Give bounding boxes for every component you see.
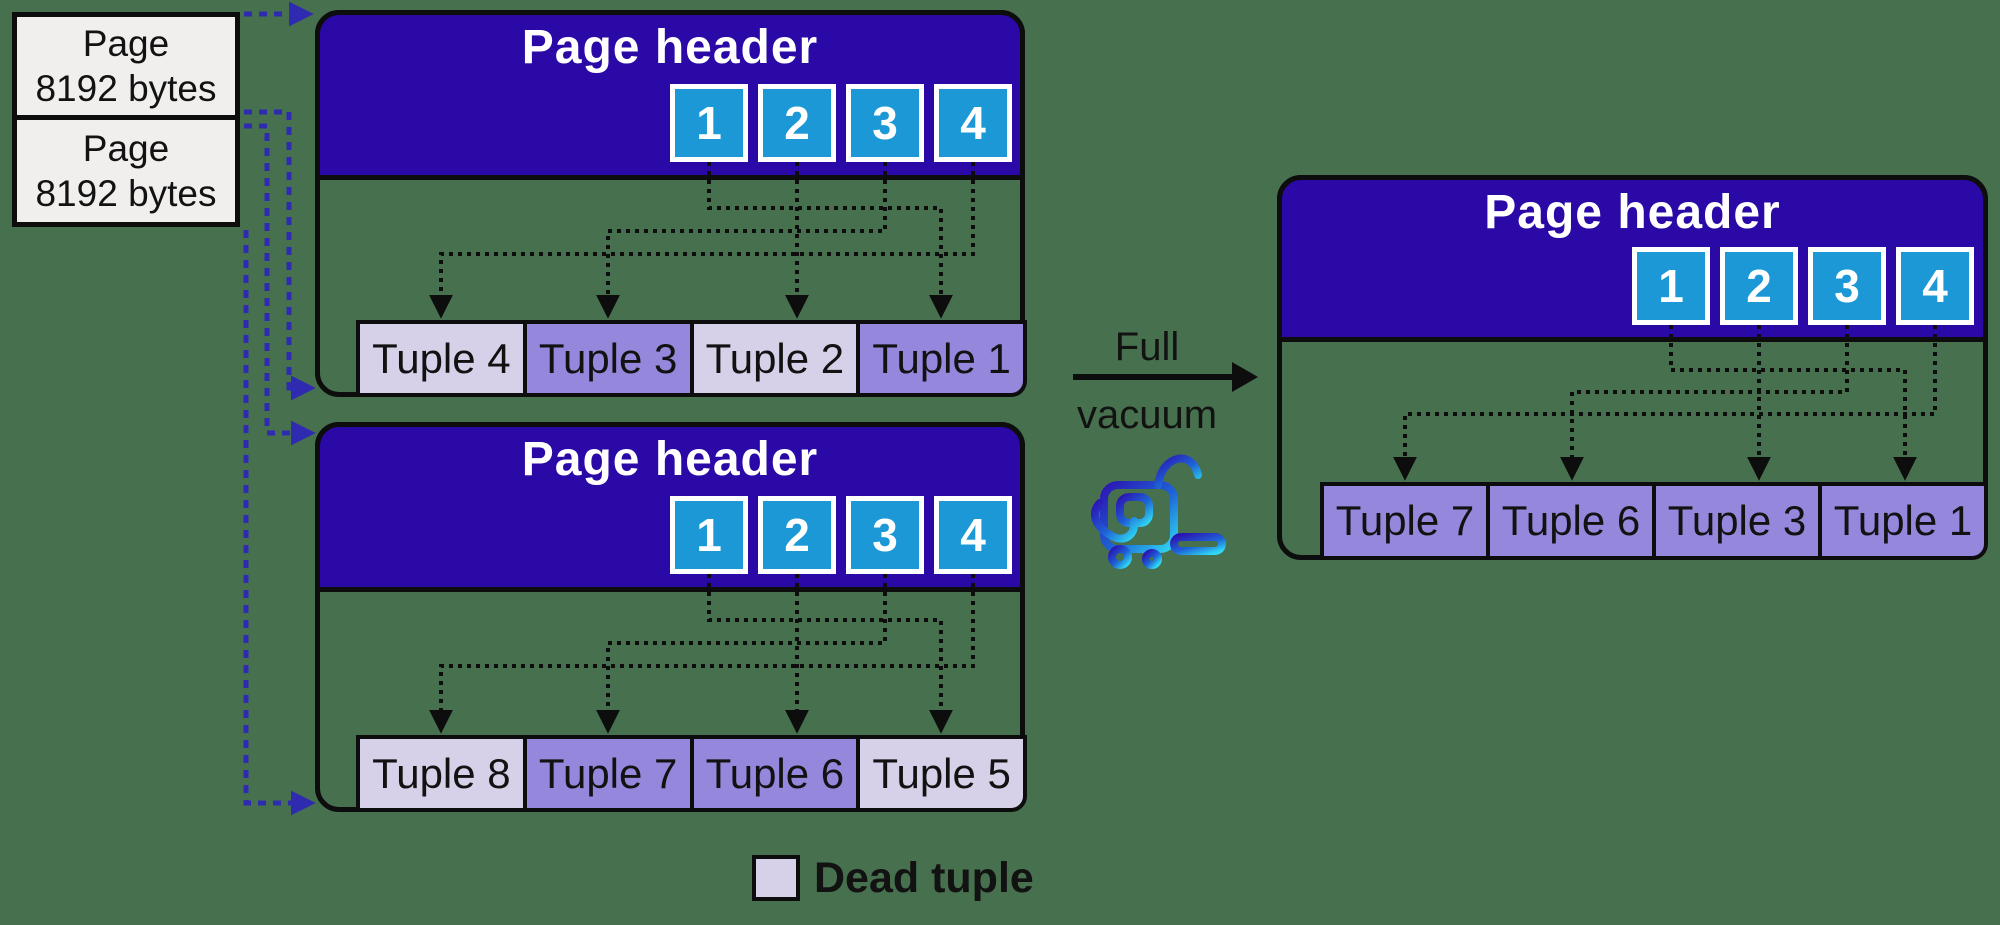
arrow-boundary-to-page1-bottom (244, 109, 316, 401)
page-1-pointer-1: 1 (670, 84, 748, 162)
page-2-title: Page header (521, 433, 819, 486)
vacuum-face (1116, 493, 1153, 527)
page-1-pointer-2: 2 (758, 84, 836, 162)
vacuum-nozzle (1170, 533, 1226, 555)
page-3-pointer-2: 2 (1720, 247, 1798, 325)
disk-page-box-1-line2: 8192 bytes (35, 68, 217, 109)
dead-tuple-swatch (752, 855, 800, 901)
page-2-tuple-row: Tuple 8 Tuple 7 Tuple 6 Tuple 5 (356, 735, 1027, 812)
vacuum-cord-loop (1090, 499, 1139, 543)
vacuum-body (1100, 481, 1178, 553)
page-2-tuple-cell-3: Tuple 6 (689, 735, 861, 812)
arrow-box2-to-page2-bottom (243, 230, 316, 816)
vacuum-cleaner-icon (1090, 454, 1226, 569)
page-3-pointer-1: 1 (1632, 247, 1710, 325)
page-3-pointer-3: 3 (1808, 247, 1886, 325)
page-1-tuple-cell-3: Tuple 2 (689, 320, 861, 397)
dead-tuple-label: Dead tuple (814, 854, 1034, 902)
page-3-tuple-cell-4: Tuple 1 (1818, 482, 1988, 560)
page-2-tuple-cell-4: Tuple 5 (856, 735, 1027, 812)
page-3-tuple-cell-1: Tuple 7 (1320, 482, 1490, 560)
page-2-pointer-3: 3 (846, 496, 924, 574)
page-2-tuple-cell-2: Tuple 7 (522, 735, 694, 812)
page-1-tuple-row: Tuple 4 Tuple 3 Tuple 2 Tuple 1 (356, 320, 1027, 397)
page-1-tuple-cell-4: Tuple 1 (856, 320, 1027, 397)
transition-label-full: Full (1114, 325, 1180, 369)
page-3-pointer-4: 4 (1896, 247, 1974, 325)
disk-page-box-2: Page 8192 bytes (12, 115, 240, 227)
page-1-tuple-cell-1: Tuple 4 (356, 320, 527, 397)
page-3-tuple-row: Tuple 7 Tuple 6 Tuple 3 Tuple 1 (1320, 482, 1988, 560)
page-2-pointer-2: 2 (758, 496, 836, 574)
disk-page-box-1-line1: Page (82, 22, 170, 64)
disk-page-box-2-line2: 8192 bytes (35, 173, 217, 214)
page-1-pointer-3: 3 (846, 84, 924, 162)
vacuum-wheel-left (1108, 545, 1132, 569)
page-2-pointer-4: 4 (934, 496, 1012, 574)
transition-label-vacuum: vacuum (1076, 393, 1218, 437)
page-3-tuple-cell-3: Tuple 3 (1652, 482, 1822, 560)
page-3-title: Page header (1484, 186, 1781, 239)
disk-page-box-2-line1: Page (82, 127, 170, 169)
vacuum-hose (1154, 454, 1202, 489)
disk-page-box-1: Page 8192 bytes (12, 12, 240, 120)
page-1-title: Page header (521, 21, 819, 74)
page-1-pointer-4: 4 (934, 84, 1012, 162)
arrow-boundary-to-page2-top (244, 123, 316, 446)
page-2-tuple-cell-1: Tuple 8 (356, 735, 527, 812)
disk-to-page-arrows (243, 1, 316, 816)
page-3-tuple-cell-2: Tuple 6 (1486, 482, 1656, 560)
vacuum-wheel-right (1142, 549, 1162, 569)
page-1-tuple-cell-2: Tuple 3 (522, 320, 694, 397)
page-2-pointer-1: 1 (670, 496, 748, 574)
